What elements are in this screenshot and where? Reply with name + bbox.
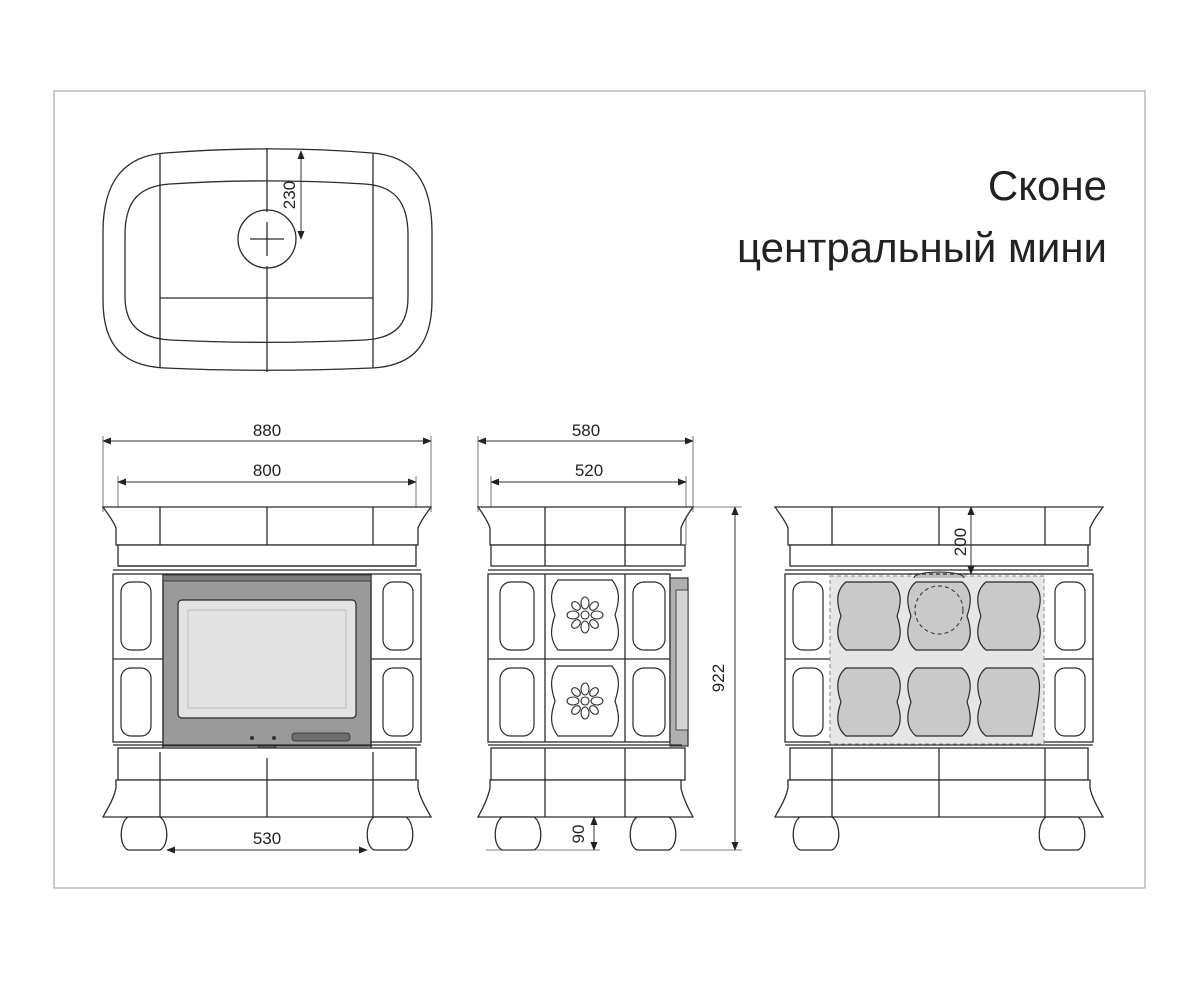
back-view: 200 (773, 506, 1105, 851)
top-view: 230 (102, 148, 433, 372)
sheet-frame (53, 90, 1146, 889)
title-line-1: Сконе (988, 162, 1107, 209)
dim-front-width-inner: 800 (253, 461, 281, 480)
dim-flue-offset: 230 (280, 181, 299, 209)
dim-total-height: 922 (709, 664, 728, 692)
dim-back-flue-drop: 200 (951, 528, 970, 556)
side-view: 580 520 (476, 421, 742, 851)
dim-front-width-outer: 880 (253, 421, 281, 440)
door-glass (177, 599, 357, 719)
dim-side-depth-outer: 580 (572, 421, 600, 440)
dim-side-depth-inner: 520 (575, 461, 603, 480)
front-view: 880 800 (101, 421, 433, 854)
flue-outlet-circle (237, 209, 297, 269)
dim-leg-height: 90 (569, 825, 588, 844)
title-line-2: центральный мини (737, 224, 1107, 271)
dim-front-leg-spacing: 530 (253, 829, 281, 848)
